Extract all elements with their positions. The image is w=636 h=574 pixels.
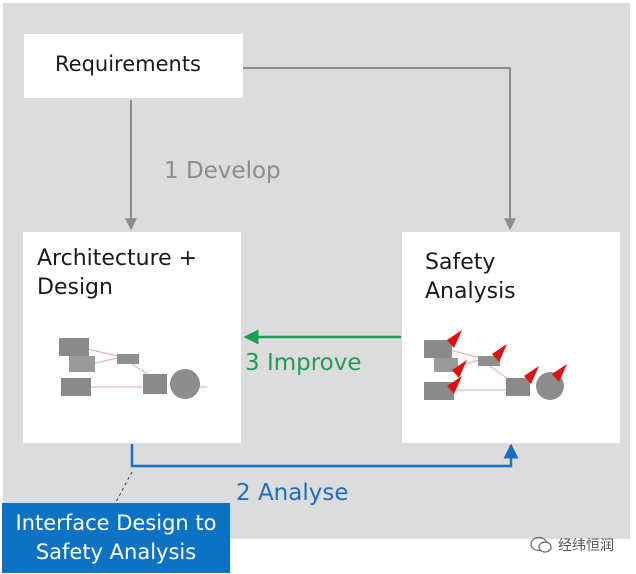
safety-diagram-icon [424,330,567,400]
analyse-label: 2 Analyse [236,480,349,506]
hazard-marker-icon [447,330,567,394]
watermark-text: 经纬恒润 [558,538,614,554]
wechat-icon [530,536,552,553]
architecture-diagram-icon [59,338,207,399]
requirements-label: Requirements [55,52,201,76]
interface-design-callout: Interface Design to Safety Analysis [2,503,230,573]
safety-analysis-box: Safety Analysis [402,232,620,443]
improve-label: 3 Improve [245,350,362,376]
requirements-box: Requirements [24,34,243,98]
callout-leader-line [115,471,133,503]
requirements-to-safety-arrow [243,67,516,231]
develop-label: 1 Develop [164,158,281,184]
analyse-arrow [130,443,519,468]
safety-analysis-label: Safety Analysis [425,250,516,304]
watermark: 经纬恒润 [530,532,614,558]
architecture-design-box: Architecture + Design [23,232,241,443]
architecture-design-label: Architecture + Design [37,246,198,300]
